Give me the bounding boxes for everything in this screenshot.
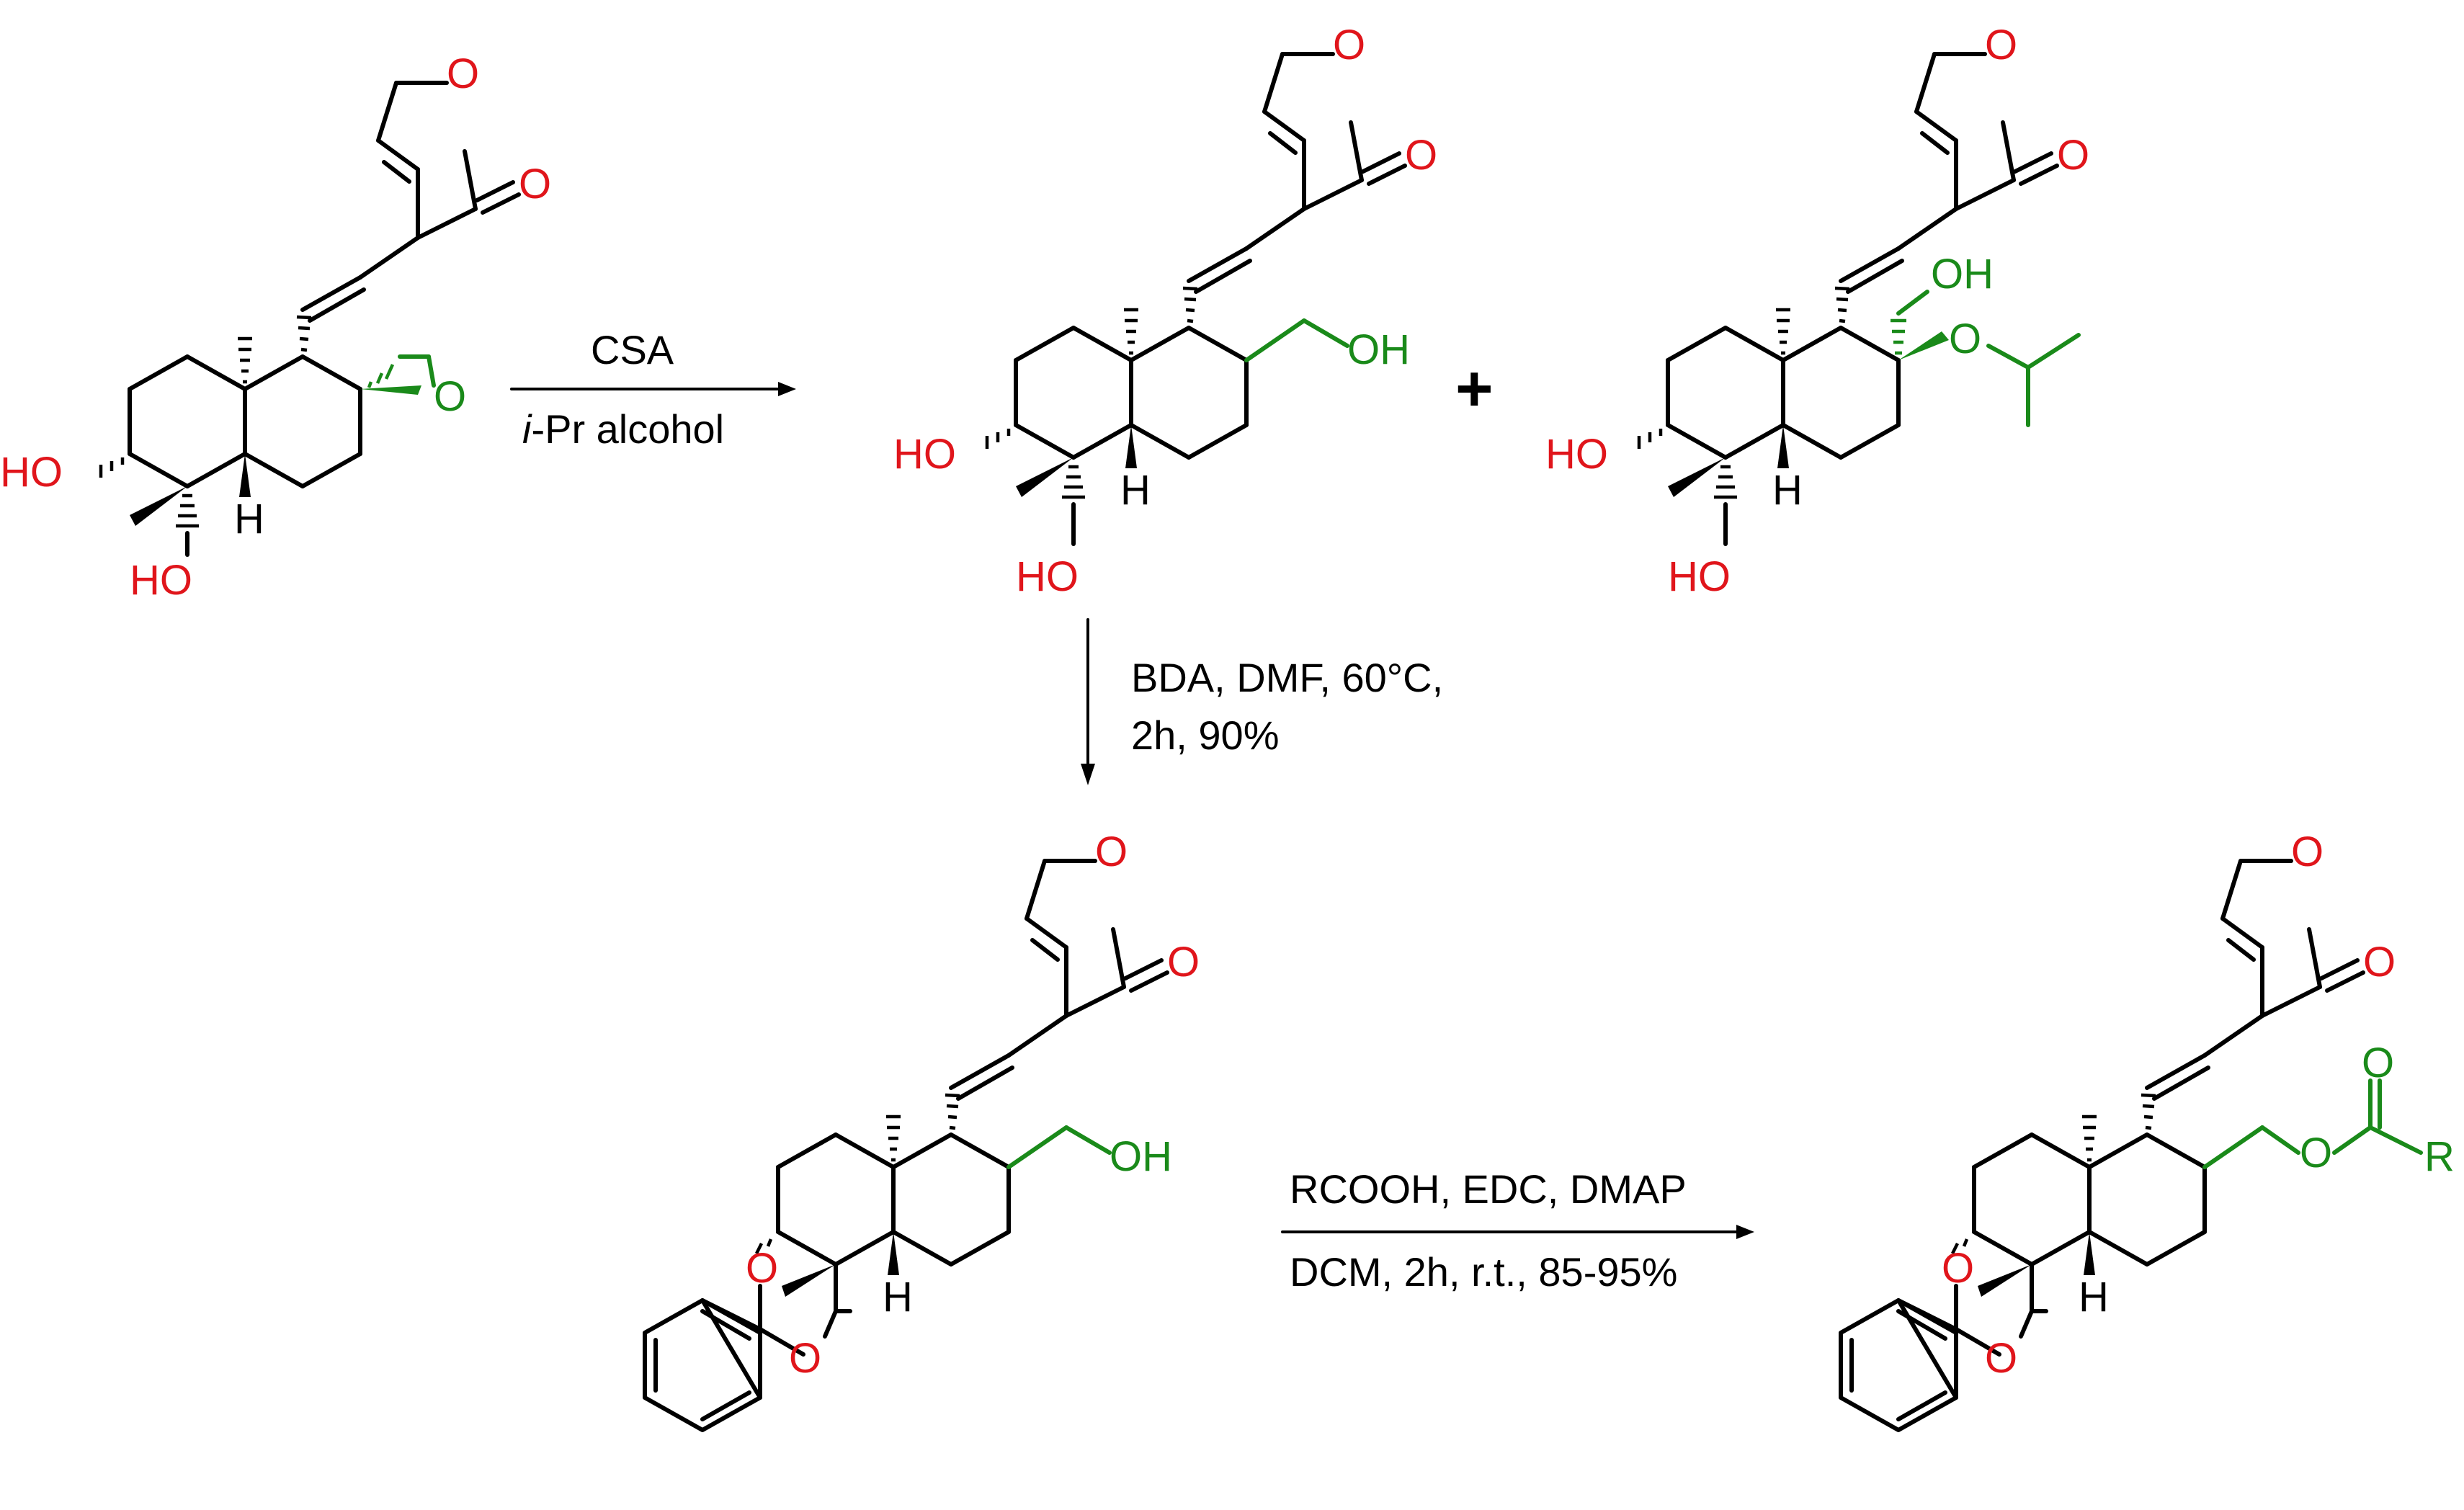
atom-ho: HO (1016, 553, 1079, 600)
atom-oh-primary: OH (1347, 326, 1410, 373)
reagents-step3-below: DCM, 2h, r.t., 85-95% (1290, 1249, 1677, 1295)
atom-ho: HO (893, 431, 956, 478)
molecule-acetal: H O O OH O O (643, 828, 1200, 1432)
molecule-start: H HO HO O O O (0, 50, 551, 604)
atom-h: H (883, 1274, 913, 1321)
atom-h: H (1120, 467, 1151, 514)
atom-o-carbonyl: O (519, 161, 551, 207)
atom-h: H (2079, 1274, 2109, 1321)
molecule-product-primary: H HO HO OH O O (893, 22, 1437, 600)
atom-o-acetal: O (1942, 1245, 1974, 1292)
atom-o-ring: O (2291, 828, 2324, 875)
atom-ho: HO (130, 557, 192, 604)
atom-o-ring: O (447, 50, 479, 97)
atom-o-epoxide: O (434, 373, 466, 420)
atom-o-ester: O (2300, 1130, 2332, 1176)
molecule-ester-product: H O O O O R O O (1839, 828, 2455, 1432)
atom-o-ring: O (1985, 22, 2017, 68)
atom-o-acetal: O (789, 1335, 821, 1382)
atom-h: H (1772, 467, 1803, 514)
atom-oh-primary: OH (1110, 1133, 1172, 1180)
molecule-side-product: H HO HO OH O O O (1545, 22, 2089, 600)
atom-oh: OH (1931, 251, 1994, 298)
atom-o-carbonyl: O (1405, 132, 1437, 179)
atom-ho: HO (1668, 553, 1731, 600)
reagents-step2-line1: BDA, DMF, 60°C, (1131, 655, 1443, 700)
reagents-step3-above: RCOOH, EDC, DMAP (1290, 1166, 1687, 1212)
atom-o-carbonyl: O (1167, 939, 1200, 986)
reagents-step2-line2: 2h, 90% (1131, 712, 1280, 758)
atom-o-acetal: O (746, 1245, 778, 1292)
reagent-solvent: i-Pr alcohol (522, 406, 724, 452)
atom-o-ring: O (1095, 828, 1128, 875)
atom-ho: HO (1545, 431, 1608, 478)
atom-h: H (234, 496, 264, 542)
atom-o-ester-carbonyl: O (2362, 1040, 2394, 1086)
atom-o-ring: O (1333, 22, 1365, 68)
reaction-arrow-1: CSA i-Pr alcohol (510, 327, 796, 452)
atom-o-carbonyl: O (2363, 939, 2396, 986)
atom-o-carbonyl: O (2057, 132, 2089, 179)
atom-o-ether: O (1949, 316, 1981, 362)
reaction-arrow-2: BDA, DMF, 60°C, 2h, 90% (1081, 618, 1443, 785)
reaction-arrow-3: RCOOH, EDC, DMAP DCM, 2h, r.t., 85-95% (1281, 1166, 1754, 1295)
plus-sign: + (1455, 353, 1494, 425)
atom-o-acetal: O (1985, 1335, 2017, 1382)
atom-ho: HO (0, 449, 63, 496)
atom-r-group: R (2424, 1133, 2455, 1180)
reagent-csa: CSA (591, 327, 674, 372)
